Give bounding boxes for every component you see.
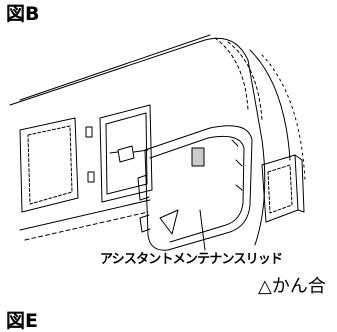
lid-tab-2: [139, 214, 151, 233]
assembly-diagram: [9, 34, 306, 251]
body-panel-outline: [9, 37, 266, 246]
lid-mark-2: [235, 159, 243, 167]
cover-piece-inner: [267, 164, 293, 214]
callout-sub: △かん合: [258, 276, 326, 297]
next-figure-title: 図E: [6, 310, 38, 332]
fit-triangle: [159, 209, 179, 235]
lid-slot: [191, 147, 205, 167]
leader-line: [199, 209, 206, 251]
cover-piece: [261, 154, 299, 223]
connector-wire-2: [133, 149, 149, 153]
lid-mark-3: [235, 184, 243, 191]
figure-title: 図B: [6, 3, 40, 25]
body-panel-top-edge: [19, 34, 211, 101]
body-curve-4: [261, 54, 306, 181]
lower-line-2: [24, 211, 149, 241]
lid-mark-1: [231, 139, 239, 147]
lid-inner-edge: [149, 135, 245, 243]
lid-outline: [144, 125, 253, 251]
connector: [117, 145, 135, 163]
lid-tab-1: [137, 174, 150, 201]
cover-piece-side: [294, 154, 305, 213]
body-curve-3: [249, 49, 291, 161]
lower-line-1: [19, 199, 151, 231]
body-curve-2: [227, 41, 263, 121]
callout-label: アシスタントメンテナンスリッド: [100, 252, 283, 267]
service-opening: [99, 104, 153, 203]
connector-wire: [109, 151, 119, 154]
clip-bottom: [87, 171, 95, 183]
service-opening-inner: [105, 112, 148, 195]
left-opening: [19, 117, 79, 213]
clip-top: [85, 126, 93, 138]
left-opening-inner: [27, 125, 73, 205]
body-curve-dashed: [214, 37, 249, 111]
